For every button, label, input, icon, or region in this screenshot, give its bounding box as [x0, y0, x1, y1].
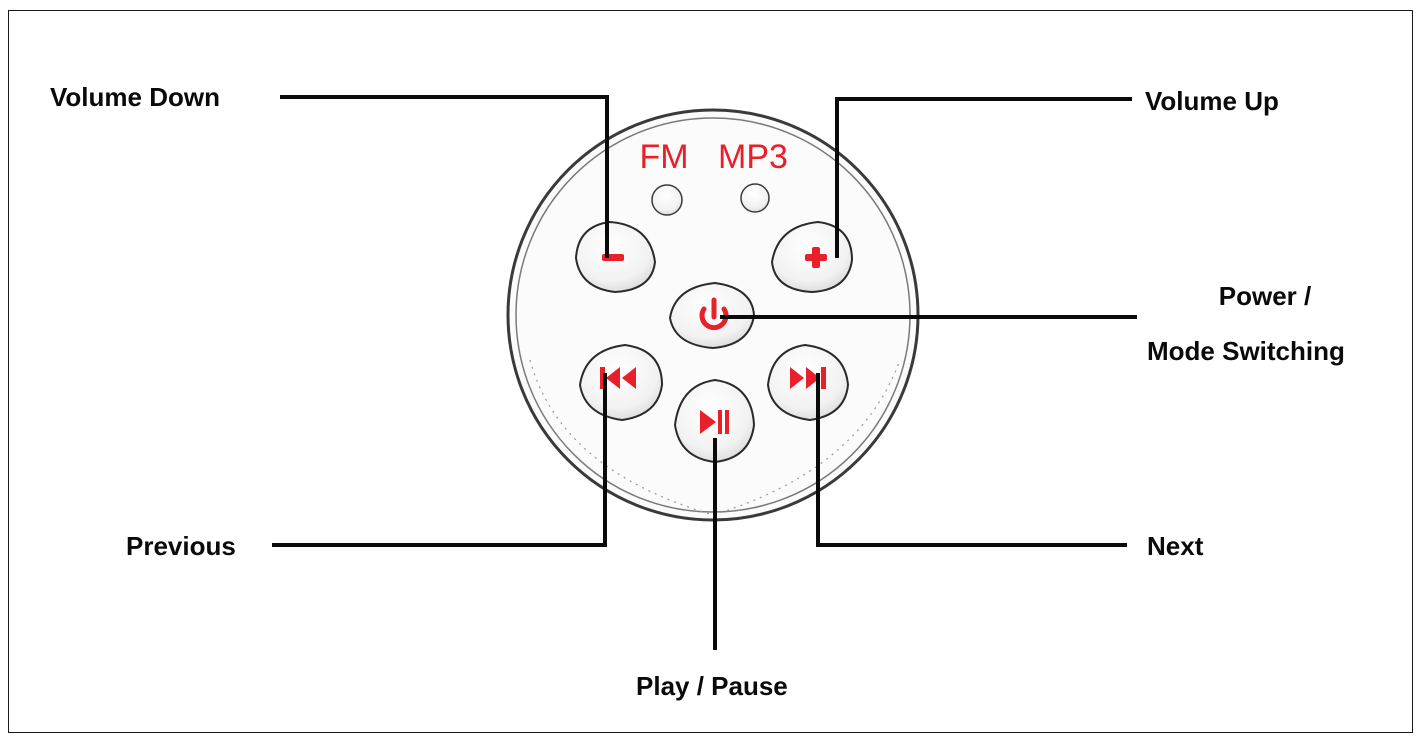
volume-up-button[interactable] — [770, 220, 854, 294]
play-pause-icon — [700, 410, 729, 434]
volume-down-leader-line — [280, 95, 609, 258]
previous-label: Previous — [126, 531, 236, 561]
previous-leader-line — [272, 373, 607, 547]
volume-up-leader-line — [835, 97, 1132, 258]
play-pause-label: Play / Pause — [636, 671, 788, 701]
power-label-line2: Mode Switching — [1147, 336, 1345, 366]
next-label: Next — [1147, 531, 1204, 561]
skip-previous-icon — [600, 367, 636, 389]
mp3-label: MP3 — [718, 138, 788, 176]
fm-indicator-led — [651, 184, 683, 216]
next-leader-line — [816, 373, 1127, 547]
skip-next-icon — [790, 367, 826, 389]
power-label-line1: Power / — [1218, 281, 1312, 311]
plus-icon — [805, 247, 827, 268]
diagram-frame — [8, 10, 1413, 733]
volume-down-button[interactable] — [574, 220, 657, 294]
fm-label: FM — [639, 138, 688, 176]
next-button[interactable] — [766, 343, 850, 422]
volume-down-label: Volume Down — [50, 82, 220, 112]
previous-button[interactable] — [578, 343, 664, 422]
mp3-indicator-led — [740, 183, 770, 213]
volume-up-label: Volume Up — [1145, 86, 1279, 116]
power-button[interactable] — [668, 281, 756, 350]
